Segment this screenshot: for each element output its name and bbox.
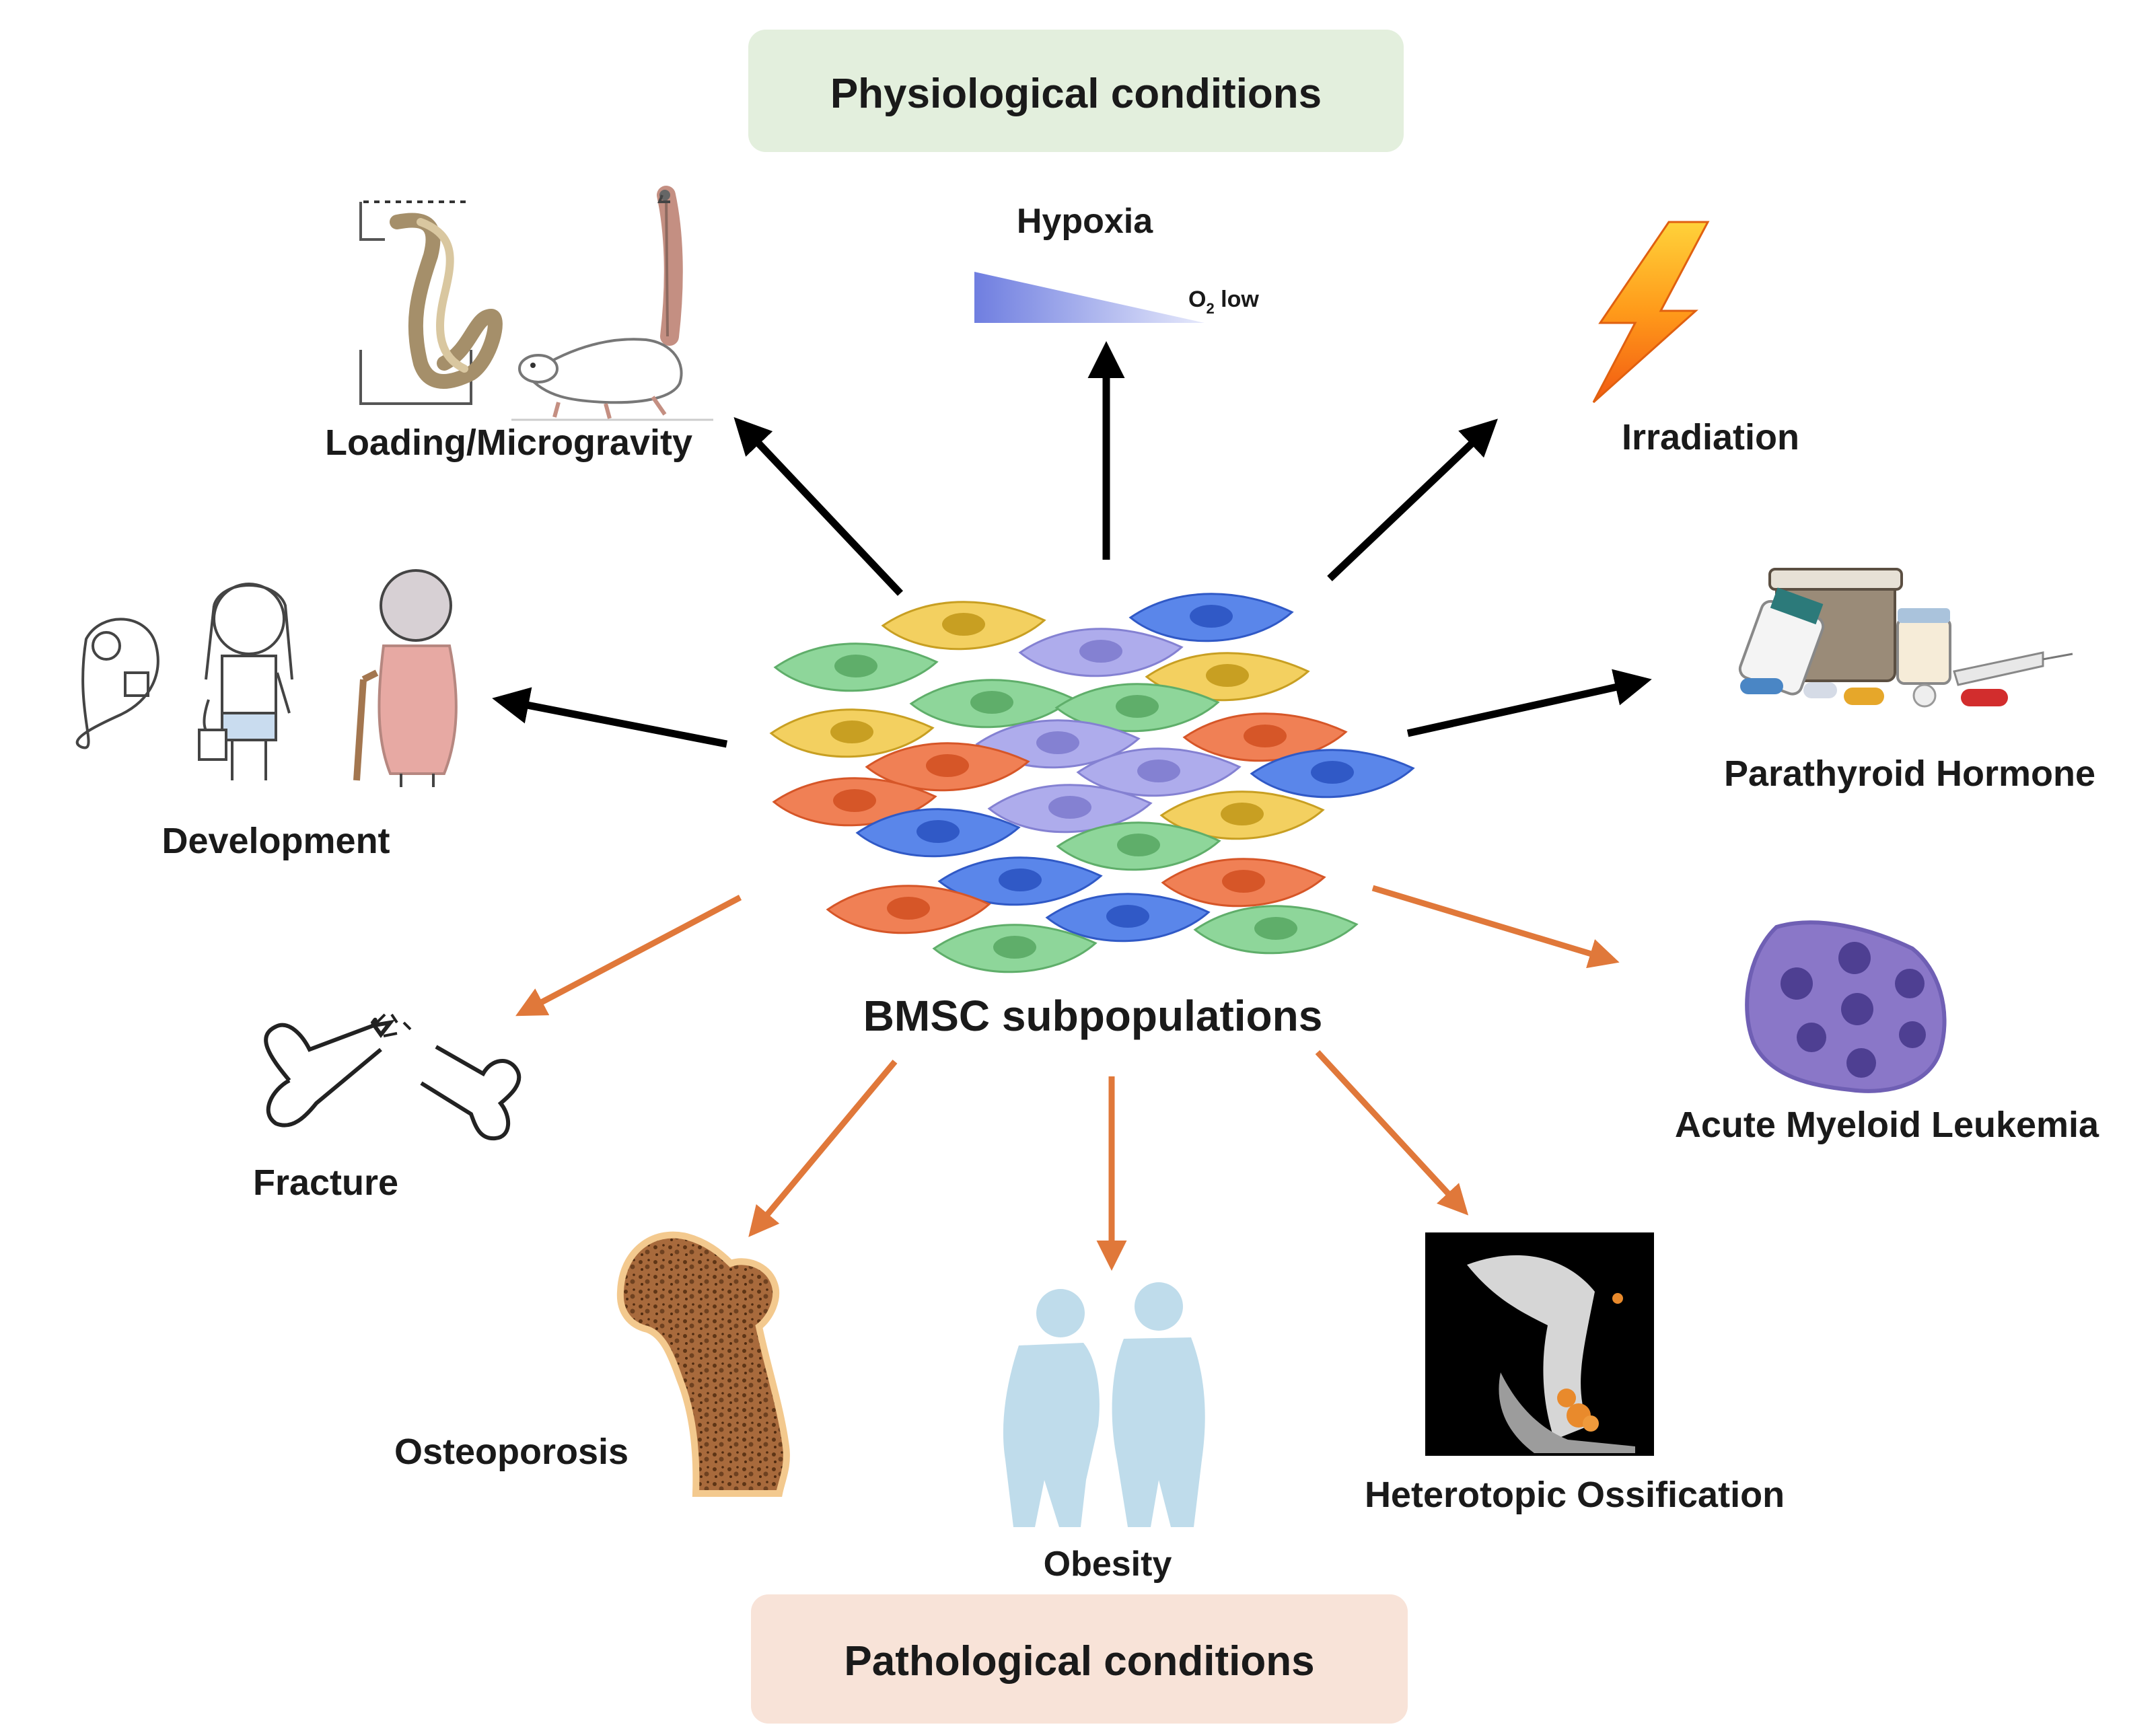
pathological-footer: Pathological conditions	[751, 1594, 1408, 1724]
cell-nucleus	[970, 691, 1013, 714]
bmsc-cell	[1054, 683, 1220, 733]
pathological-arrows	[515, 885, 1620, 1271]
arrow-to-ho	[1315, 1049, 1469, 1216]
cell-nucleus	[834, 655, 877, 677]
physiological-header-label: Physiological conditions	[830, 71, 1322, 117]
cell-nucleus	[1048, 796, 1091, 819]
o2-low-label: O2 low	[1188, 287, 1259, 317]
arrow-to-loading	[733, 417, 903, 596]
oxygen-gradient-icon: O2 low	[974, 272, 1259, 323]
bmsc-cell	[1018, 628, 1184, 677]
loading-label: Loading/Microgravity	[325, 422, 692, 463]
arrow-to-development	[492, 687, 728, 748]
cell-nucleus	[1117, 834, 1160, 856]
cell-nucleus	[926, 754, 969, 777]
bmsc-cell	[1182, 712, 1348, 762]
bmsc-cell-mosaic	[769, 593, 1415, 973]
bmsc-cell	[1128, 593, 1294, 642]
porous-femur-icon	[616, 1231, 790, 1497]
cell-nucleus	[942, 613, 985, 636]
fracture-label: Fracture	[253, 1162, 398, 1203]
ho-label: Heterotopic Ossification	[1365, 1475, 1785, 1515]
cell-nucleus	[1079, 640, 1122, 663]
obesity-label: Obesity	[1044, 1545, 1172, 1584]
cell-nucleus	[1137, 760, 1180, 782]
cell-nucleus	[1116, 695, 1159, 718]
bmsc-cell	[772, 777, 937, 827]
osteoporosis-label: Osteoporosis	[394, 1432, 628, 1472]
pathological-footer-label: Pathological conditions	[844, 1638, 1314, 1685]
rat-tail-suspension-icon	[359, 186, 713, 421]
bmsc-cell	[769, 708, 935, 758]
cell-nucleus	[917, 820, 960, 843]
pathological-footer-box	[751, 1594, 1408, 1724]
bmsc-cell	[1045, 893, 1211, 943]
cell-nucleus	[1254, 917, 1297, 940]
cell-nucleus	[887, 897, 930, 920]
bmsc-cell	[1161, 858, 1326, 908]
physiological-header-box	[748, 30, 1404, 152]
bmsc-cell	[909, 679, 1075, 729]
cell-nucleus	[1311, 761, 1354, 784]
ct-bone-scan-icon	[1425, 1232, 1654, 1456]
arrow-to-aml	[1371, 885, 1620, 969]
cell-nucleus	[1190, 605, 1233, 628]
bmsc-cell	[773, 642, 939, 692]
cell-nucleus	[1244, 725, 1287, 747]
life-stages-icon	[75, 569, 458, 787]
physiological-arrows	[492, 341, 1652, 748]
arrow-to-fracture	[515, 895, 742, 1017]
cell-nucleus	[1206, 664, 1249, 687]
pth-label: Parathyroid Hormone	[1724, 753, 2095, 794]
bmsc-cell	[987, 784, 1153, 834]
bmsc-cell	[1056, 821, 1221, 871]
bmsc-cell	[1145, 652, 1310, 702]
cell-nucleus	[999, 869, 1042, 891]
bmsc-cell	[1193, 905, 1359, 955]
bmsc-cell	[826, 885, 991, 934]
hypoxia-label: Hypoxia	[1017, 202, 1153, 241]
arrow-to-irradiation	[1327, 418, 1498, 581]
bmsc-cell	[855, 808, 1021, 858]
bmsc-cell	[932, 924, 1098, 973]
cell-nucleus	[833, 789, 876, 812]
lightning-bolt-icon	[1592, 221, 1710, 404]
broken-bone-icon	[264, 1013, 522, 1141]
bmsc-cell	[881, 601, 1046, 651]
arrow-to-pth	[1406, 669, 1652, 737]
cell-nucleus	[1222, 870, 1265, 893]
cell-nucleus	[1036, 731, 1079, 754]
bmsc-cell	[1159, 790, 1325, 840]
leukemia-cell-cluster-icon	[1745, 920, 1947, 1093]
bmsc-cell	[1250, 749, 1415, 799]
arrow-to-osteoporosis	[748, 1060, 898, 1237]
cell-nucleus	[1221, 803, 1264, 825]
cell-nucleus	[830, 721, 873, 743]
bmsc-cell	[975, 719, 1141, 769]
irradiation-label: Irradiation	[1622, 417, 1799, 457]
center-label: BMSC subpopulations	[863, 992, 1323, 1040]
physiological-header: Physiological conditions	[748, 30, 1404, 152]
aml-label: Acute Myeloid Leukemia	[1675, 1105, 2099, 1145]
obese-silhouettes-icon	[1003, 1282, 1205, 1527]
cell-nucleus	[993, 936, 1036, 959]
cell-nucleus	[1106, 905, 1149, 928]
medicine-bottles-icon	[1738, 568, 2073, 708]
development-label: Development	[161, 821, 390, 861]
